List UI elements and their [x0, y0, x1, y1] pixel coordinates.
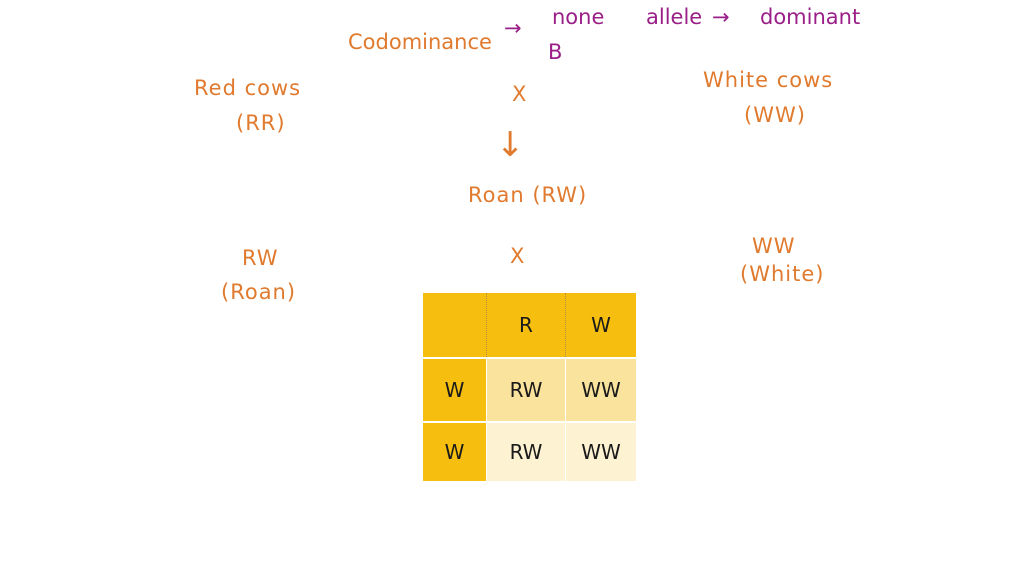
cross-symbol: X — [510, 244, 526, 268]
punnett-cell: WW — [565, 421, 636, 481]
red-cows-label: Red cows — [194, 76, 302, 100]
row-header: W — [423, 421, 486, 481]
roan-offspring: Roan (RW) — [468, 183, 588, 207]
cross-symbol: X — [512, 82, 528, 106]
punnett-cell: RW — [486, 421, 565, 481]
arrow: → — [712, 5, 730, 29]
b-text: B — [548, 40, 563, 64]
dominant-text: dominant — [760, 5, 861, 29]
roan-label: (Roan) — [221, 280, 297, 304]
punnett-square: R W W RW WW W RW WW — [423, 293, 636, 481]
allele-text: allele — [646, 5, 703, 29]
column-header: R — [486, 293, 565, 357]
white-cows-label: White cows — [703, 68, 834, 92]
white-label: (White) — [740, 262, 825, 286]
none-text: none — [552, 5, 605, 29]
punnett-cell: RW — [486, 357, 565, 421]
down-arrow-icon: ↓ — [496, 125, 526, 165]
white-cows-genotype: (WW) — [744, 103, 806, 127]
arrow: → — [504, 16, 522, 40]
column-header: W — [565, 293, 636, 357]
codominance-term: Codominance — [348, 30, 492, 54]
corner-cell — [423, 293, 486, 357]
red-cows-genotype: (RR) — [236, 111, 286, 135]
row-header: W — [423, 357, 486, 421]
ww-genotype: WW — [752, 234, 796, 258]
punnett-cell: WW — [565, 357, 636, 421]
rw-genotype: RW — [242, 246, 279, 270]
